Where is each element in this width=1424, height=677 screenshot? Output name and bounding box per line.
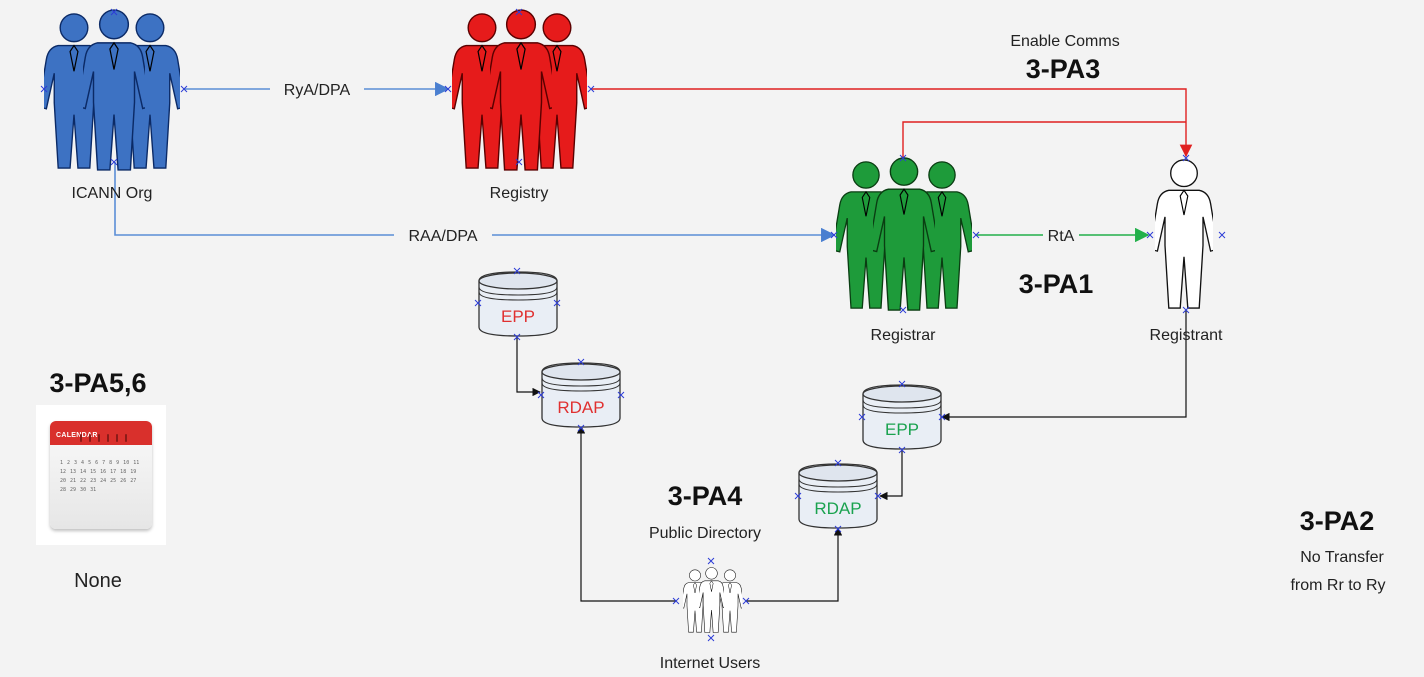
rta-label: RtA — [1048, 228, 1075, 245]
connection-point-marker — [537, 391, 545, 399]
calendar-header: CALENDAR — [50, 421, 152, 445]
connection-point-marker — [110, 8, 118, 16]
connection-point-marker — [577, 424, 585, 432]
internet-users-group-icon — [683, 567, 742, 633]
rya-dpa-label: RyA/DPA — [284, 82, 351, 99]
registry-rdap-database-icon: RDAP — [541, 362, 621, 428]
pa2-caption-line2: from Rr to Ry — [1290, 577, 1385, 594]
connection-point-marker — [444, 85, 452, 93]
connection-point-marker — [742, 597, 750, 605]
registry-to-registrant-connector — [591, 88, 1193, 158]
connection-point-marker — [1182, 154, 1190, 162]
registrar-rdap-label: RDAP — [814, 499, 861, 518]
calendar-days: 1 2 3 4 5 6 7 8 9 10 11 12 13 14 15 16 1… — [60, 460, 140, 493]
connection-point-marker — [707, 634, 715, 642]
connection-point-marker — [672, 597, 680, 605]
connection-point-marker — [617, 391, 625, 399]
registry-rdap-label: RDAP — [557, 398, 604, 417]
connection-point-marker — [553, 299, 561, 307]
users-to-registrar-rdap-connector — [746, 527, 843, 602]
pa2-caption-line1: No Transfer — [1300, 549, 1384, 566]
connection-point-marker — [830, 231, 838, 239]
registrant-person-icon — [1155, 159, 1213, 309]
pa1-title: 3-PA1 — [1019, 269, 1094, 299]
registrant-label: Registrant — [1150, 327, 1223, 344]
connection-point-marker — [858, 413, 866, 421]
pa3-title: 3-PA3 — [1026, 54, 1101, 84]
registry-group-icon — [452, 9, 587, 171]
connection-point-marker — [899, 306, 907, 314]
connection-point-marker — [474, 299, 482, 307]
connection-point-marker — [898, 380, 906, 388]
connection-point-marker — [874, 492, 882, 500]
registry-epp-database-icon: EPP — [478, 271, 558, 337]
connection-point-marker — [515, 158, 523, 166]
connection-point-marker — [972, 231, 980, 239]
icann-org-group-icon — [44, 9, 180, 171]
icann-org-label: ICANN Org — [72, 185, 153, 202]
connection-point-marker — [707, 557, 715, 565]
registry-epp-label: EPP — [501, 307, 535, 326]
registry-label: Registry — [490, 185, 549, 202]
pa56-title: 3-PA5,6 — [49, 368, 146, 398]
registrar-group-icon — [836, 157, 972, 311]
pa56-caption: None — [74, 570, 122, 592]
connection-point-marker — [1182, 306, 1190, 314]
connection-point-marker — [513, 267, 521, 275]
connection-point-marker — [834, 459, 842, 467]
calendar-icon: CALENDAR 1 2 3 4 5 6 7 8 9 10 11 12 13 1… — [36, 405, 166, 545]
connection-point-marker — [938, 413, 946, 421]
registrar-label: Registrar — [871, 327, 937, 344]
connection-point-marker — [587, 85, 595, 93]
connection-point-marker — [834, 525, 842, 533]
connection-point-markers — [40, 8, 1226, 642]
registrant-to-epp-connector — [941, 310, 1187, 422]
registrar-epp-database-icon: EPP — [862, 384, 942, 450]
connection-point-marker — [1146, 231, 1154, 239]
internet-users-label: Internet Users — [660, 655, 760, 672]
registrar-epp-label: EPP — [885, 420, 919, 439]
pa3-caption: Enable Comms — [1010, 33, 1119, 50]
connection-point-marker — [110, 158, 118, 166]
pa2-title: 3-PA2 — [1300, 506, 1375, 536]
users-to-registry-rdap-connector — [576, 425, 676, 602]
connection-point-marker — [180, 85, 188, 93]
raa-dpa-label: RAA/DPA — [408, 228, 477, 245]
connection-point-marker — [1218, 231, 1226, 239]
pa4-caption: Public Directory — [649, 525, 761, 542]
registry-epp-to-rdap-connector — [516, 337, 541, 397]
connection-point-marker — [515, 8, 523, 16]
registrar-rdap-database-icon: RDAP — [798, 463, 878, 529]
connection-point-marker — [898, 446, 906, 454]
pa4-title: 3-PA4 — [668, 481, 743, 511]
connection-point-marker — [577, 358, 585, 366]
calendar-page: CALENDAR 1 2 3 4 5 6 7 8 9 10 11 12 13 1… — [50, 421, 152, 529]
registrar-to-registrant-connector — [902, 121, 1186, 158]
calendar-rings — [80, 429, 134, 447]
connection-point-marker — [513, 333, 521, 341]
connection-point-marker — [794, 492, 802, 500]
connection-point-marker — [40, 85, 48, 93]
registrar-epp-to-rdap-connector — [879, 450, 903, 501]
connection-point-marker — [899, 154, 907, 162]
raa-dpa-connector — [114, 162, 836, 243]
